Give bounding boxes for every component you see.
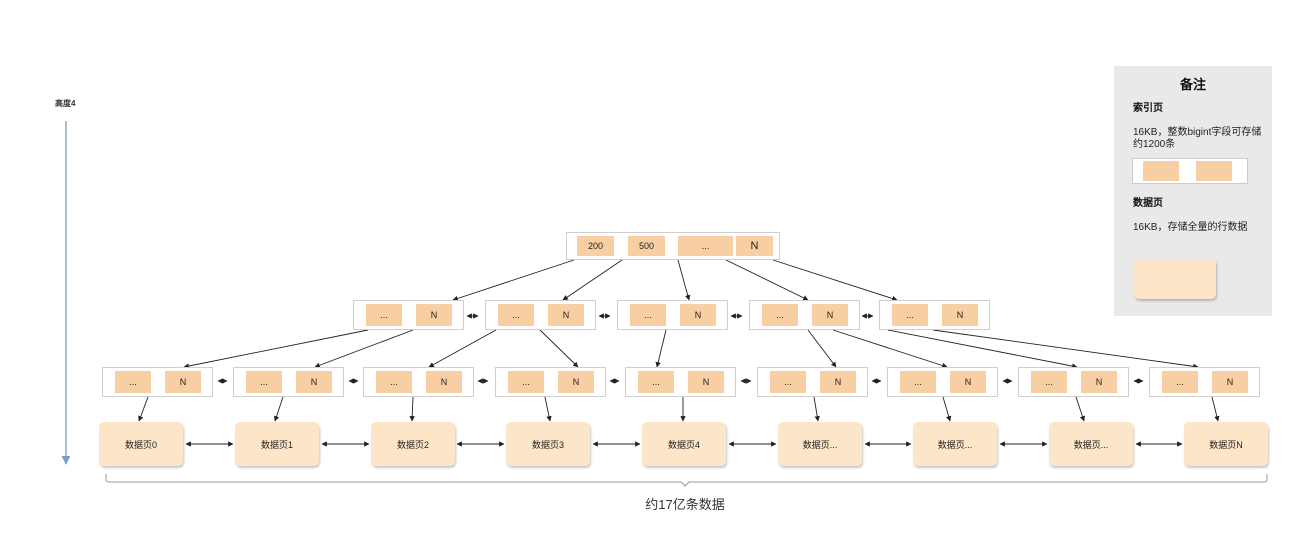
page-cell: ... (376, 371, 412, 393)
page-cell: ... (1031, 371, 1067, 393)
level2-index-page: ... N (617, 300, 728, 330)
level2-index-page: ... N (879, 300, 990, 330)
page-cell: ... (678, 236, 733, 256)
page-cell: 500 (628, 236, 665, 256)
page-cell: N (680, 304, 716, 326)
page-cell: ... (366, 304, 402, 326)
page-cell: N (558, 371, 594, 393)
level2-index-page: ... N (485, 300, 596, 330)
root-index-page: 200 500...N (566, 232, 780, 260)
data-page: 数据页2 (371, 422, 455, 466)
page-cell: N (736, 236, 773, 256)
level3-index-page: ... N (757, 367, 868, 397)
page-cell: N (1081, 371, 1117, 393)
page-cell: N (688, 371, 724, 393)
data-page: 数据页3 (506, 422, 590, 466)
page-cell: N (426, 371, 462, 393)
level2-index-page: ... N (353, 300, 464, 330)
legend-index-page-desc: 16KB，整数bigint字段可存储约1200条 (1133, 127, 1262, 150)
legend-index-page-title: 索引页 (1133, 103, 1163, 114)
legend-data-page-title: 数据页 (1133, 198, 1163, 209)
page-cell: ... (770, 371, 806, 393)
level3-index-page: ... N (495, 367, 606, 397)
data-page: 数据页... (913, 422, 997, 466)
data-page: 数据页1 (235, 422, 319, 466)
data-page: 数据页N (1184, 422, 1268, 466)
page-cell: ... (762, 304, 798, 326)
level2-index-page: ... N (749, 300, 860, 330)
page-cell: ... (900, 371, 936, 393)
level3-index-page: ... N (363, 367, 474, 397)
level3-index-page: ... N (102, 367, 213, 397)
total-data-caption: 约17亿条数据 (645, 497, 725, 512)
data-page: 数据页... (1049, 422, 1133, 466)
page-cell: ... (630, 304, 666, 326)
data-page: 数据页... (778, 422, 862, 466)
page-cell: N (548, 304, 584, 326)
page-cell: N (820, 371, 856, 393)
page-cell: N (942, 304, 978, 326)
legend-sample-cell (1143, 161, 1179, 181)
page-cell: N (812, 304, 848, 326)
legend-data-page-desc: 16KB，存储全量的行数据 (1133, 222, 1248, 233)
level3-index-page: ... N (887, 367, 998, 397)
legend-data-page-sample (1134, 259, 1216, 299)
data-page: 数据页0 (99, 422, 183, 466)
page-cell: N (1212, 371, 1248, 393)
page-cell: 200 (577, 236, 614, 256)
legend-sample-cell (1196, 161, 1232, 181)
page-cell: ... (246, 371, 282, 393)
page-cell: N (165, 371, 201, 393)
page-cell: ... (115, 371, 151, 393)
page-cell: N (950, 371, 986, 393)
page-cell: ... (638, 371, 674, 393)
page-cell: ... (508, 371, 544, 393)
level3-index-page: ... N (1149, 367, 1260, 397)
level3-index-page: ... N (625, 367, 736, 397)
height-label: 高度4 (55, 99, 76, 108)
level3-index-page: ... N (1018, 367, 1129, 397)
page-cell: ... (892, 304, 928, 326)
page-cell: N (296, 371, 332, 393)
page-cell: N (416, 304, 452, 326)
page-cell: ... (498, 304, 534, 326)
legend-title: 备注 (1179, 77, 1206, 92)
level3-index-page: ... N (233, 367, 344, 397)
data-page: 数据页4 (642, 422, 726, 466)
legend-index-page-sample (1132, 158, 1248, 184)
legend-panel: 备注 索引页 16KB，整数bigint字段可存储约1200条 数据页 16KB… (1114, 66, 1272, 316)
page-cell: ... (1162, 371, 1198, 393)
